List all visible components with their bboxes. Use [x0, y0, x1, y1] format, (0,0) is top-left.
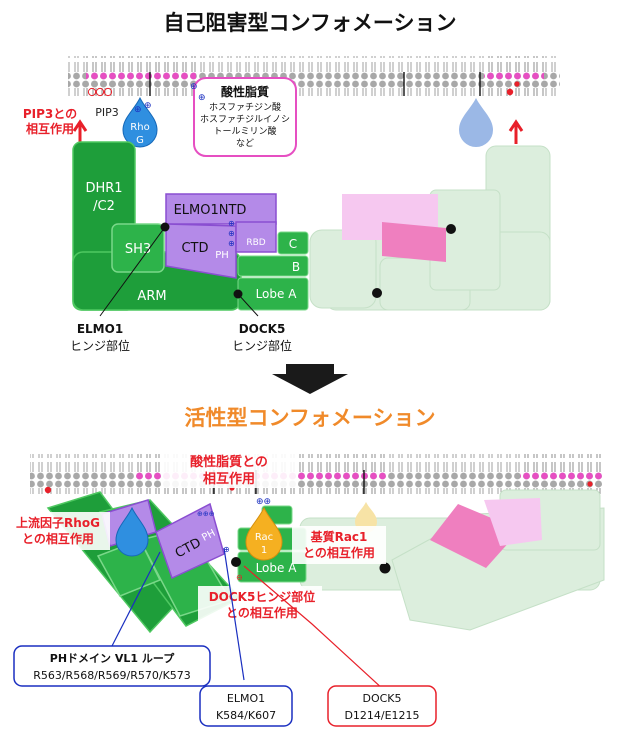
svg-text:⊕: ⊕ [134, 105, 142, 115]
bottom-title: 活性型コンフォメーション [185, 406, 436, 430]
bottom-membrane [30, 454, 602, 494]
svg-text:Lobe A: Lobe A [256, 287, 298, 301]
svg-text:との相互作用: との相互作用 [22, 531, 94, 546]
svg-text:との相互作用: との相互作用 [303, 545, 375, 560]
svg-text:DOCK5: DOCK5 [239, 322, 286, 336]
svg-text:ヒンジ部位: ヒンジ部位 [232, 338, 292, 353]
right-drop-icon [459, 98, 493, 147]
svg-text:との相互作用: との相互作用 [226, 605, 298, 620]
sh3-domain [111, 223, 165, 273]
dock5-residue-box: DOCK5 D1214/E1215 [327, 685, 437, 727]
pip3-arrow-icon [72, 119, 88, 144]
elmo1-residue-box: ELMO1 K584/K607 [199, 685, 293, 727]
ctd-domain [165, 223, 237, 279]
dock5-residue-leader [243, 565, 385, 691]
svg-text:ヒンジ部位: ヒンジ部位 [70, 338, 130, 353]
svg-text:D1214/E1215: D1214/E1215 [344, 709, 419, 722]
svg-text:ホスファチジルイノシ: ホスファチジルイノシ [200, 114, 290, 125]
svg-text:R563/R568/R569/R570/K573: R563/R568/R569/R570/K573 [33, 669, 191, 682]
pink-blocks-active [430, 498, 542, 568]
svg-text:酸性脂質: 酸性脂質 [221, 84, 269, 99]
svg-text:ARM: ARM [137, 289, 166, 304]
dock5-hinge-label: DOCK5 ヒンジ部位 [232, 322, 292, 353]
pink-blocks [342, 194, 446, 262]
hinge-dot [446, 224, 456, 234]
svg-text:上流因子RhoG: 上流因子RhoG [16, 515, 100, 530]
rhog-drop: Rho G ⊕ ⊕ [122, 96, 158, 148]
acidic-lipid-box: 酸性脂質 ホスファチジン酸 ホスファチジルイノシ トールミリン酸 など ⊕ ⊕ [190, 77, 297, 157]
svg-text:ELMO1: ELMO1 [77, 322, 123, 336]
lobe-c [277, 231, 309, 255]
svg-text:DOCK5ヒンジ部位: DOCK5ヒンジ部位 [209, 589, 316, 604]
svg-text:RBD: RBD [246, 238, 265, 248]
top-title: 自己阻害型コンフォメーション [164, 11, 457, 35]
svg-text:ホスファチジン酸: ホスファチジン酸 [209, 102, 281, 113]
hinge-dot [379, 562, 391, 574]
svg-text:⊕: ⊕ [223, 545, 230, 554]
svg-text:⊖: ⊖ [236, 573, 243, 582]
svg-text:⊕: ⊕ [228, 239, 235, 248]
ph-vl1-loop-box: PHドメイン VL1 ループ R563/R568/R569/R570/K573 [13, 645, 211, 687]
elmo1ntd-domain [165, 193, 277, 225]
acidic-lipid-interaction-label: 酸性脂質との 相互作用 [162, 450, 296, 488]
svg-text:⊕: ⊕ [198, 93, 206, 103]
dock5-hinge-leader [237, 293, 259, 317]
svg-text:トールミリン酸: トールミリン酸 [213, 126, 276, 137]
svg-text:1: 1 [261, 545, 267, 556]
svg-text:⊕: ⊕ [190, 82, 198, 92]
pip3-arrow-right-icon [508, 119, 524, 144]
hinge-dot [372, 288, 382, 298]
svg-text:基質Rac1: 基質Rac1 [310, 529, 368, 544]
svg-text:Rho: Rho [130, 122, 149, 133]
svg-text:⊕: ⊕ [144, 101, 152, 111]
svg-text:酸性脂質との: 酸性脂質との [190, 454, 268, 470]
svg-text:B: B [292, 260, 300, 274]
svg-text:PH: PH [215, 250, 229, 261]
rhog-interaction-label: 上流因子RhoG との相互作用 [6, 512, 110, 550]
transition-arrow-icon [272, 364, 348, 394]
svg-text:PIP3との: PIP3との [23, 107, 77, 121]
svg-text:Lobe A: Lobe A [256, 561, 298, 575]
svg-text:など: など [236, 138, 254, 149]
dock5-hinge-interaction-label: DOCK5ヒンジ部位 との相互作用 [198, 586, 322, 624]
ph-loop-leader [111, 551, 161, 647]
rhog-drop-active [115, 506, 149, 557]
svg-text:相互作用: 相互作用 [203, 471, 255, 487]
rac1-drop: Rac 1 ⊕⊕ [245, 497, 283, 561]
svg-text:⊕⊕: ⊕⊕ [256, 497, 271, 507]
rbd-domain [235, 221, 277, 253]
pip3-label: PIP3 [95, 106, 119, 119]
svg-text:DHR1: DHR1 [85, 181, 122, 196]
svg-text:K584/K607: K584/K607 [216, 709, 276, 722]
substrate-rac1-label: 基質Rac1 との相互作用 [292, 526, 386, 564]
svg-text:/C2: /C2 [93, 199, 115, 214]
svg-text:ELMO1NTD: ELMO1NTD [174, 203, 247, 218]
elmo1-residue-leader [223, 547, 245, 681]
pip3-interaction-label: PIP3との 相互作用 [23, 107, 77, 136]
svg-text:PHドメイン VL1 ループ: PHドメイン VL1 ループ [50, 651, 175, 665]
hinge-interaction-dot [231, 557, 241, 567]
elmo1-hinge-leader [99, 226, 166, 317]
svg-text:Rac: Rac [255, 532, 273, 543]
lobe-b [237, 255, 309, 277]
svg-text:相互作用: 相互作用 [26, 121, 74, 136]
elmo1-hinge-label: ELMO1 ヒンジ部位 [70, 322, 130, 353]
top-membrane [68, 56, 560, 97]
svg-text:CTD: CTD [181, 241, 208, 256]
light-yellow-drop-icon [355, 502, 377, 533]
svg-text:C: C [289, 237, 297, 251]
svg-text:G: G [136, 135, 144, 146]
svg-text:ELMO1: ELMO1 [227, 692, 265, 705]
elmo1-dock5-complex: DHR1 /C2 ARM SH3 C B Lobe A ELMO1NTD CTD… [72, 141, 309, 311]
svg-text:DOCK5: DOCK5 [362, 692, 401, 705]
svg-text:⊕⊕⊕: ⊕⊕⊕ [197, 510, 215, 518]
svg-text:SH3: SH3 [125, 242, 151, 257]
svg-text:⊕: ⊕ [228, 229, 235, 238]
svg-text:⊕: ⊕ [228, 219, 235, 228]
